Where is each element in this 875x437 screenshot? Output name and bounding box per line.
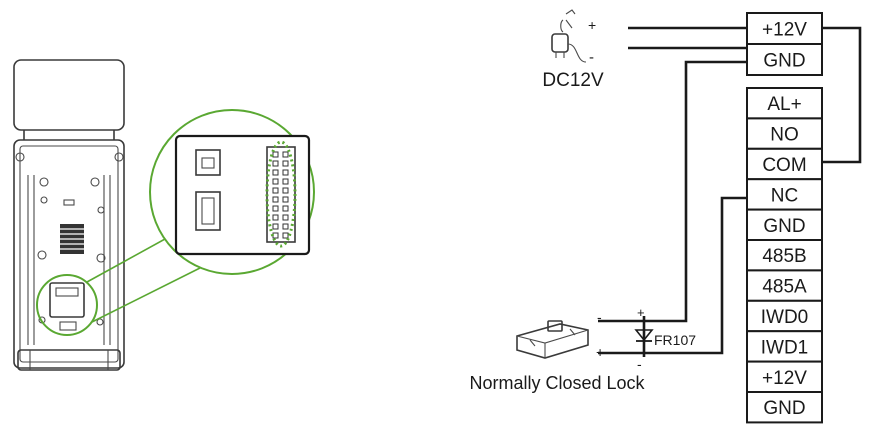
terminal-no-1: NO	[746, 117, 823, 150]
terminal-nc-3: NC	[746, 178, 823, 211]
terminal-label: +12V	[762, 20, 807, 41]
pin	[282, 205, 289, 212]
terminal-label: IWD1	[761, 337, 809, 358]
terminal-com-2: COM	[746, 147, 823, 181]
diode-plus-sign: +	[637, 305, 645, 320]
wires	[598, 26, 862, 355]
pin	[282, 223, 289, 230]
terminal-label: 485A	[762, 277, 807, 298]
diode-minus-sign: -	[637, 356, 642, 372]
power-minus-sign: -	[589, 49, 594, 66]
connector-zoom-view	[149, 109, 315, 275]
lock-icon	[516, 320, 589, 359]
terminal-gnd-1: GND	[746, 43, 823, 76]
diode-label: FR107	[654, 332, 696, 348]
terminal-gnd-4: GND	[746, 208, 823, 242]
terminal-label: GND	[763, 398, 805, 419]
pin	[272, 223, 279, 230]
power-adapter-icon	[551, 9, 587, 63]
power-plus-sign: +	[588, 17, 596, 33]
pin	[272, 187, 279, 194]
power-label: DC12V	[542, 70, 604, 91]
terminal-label: IWD0	[761, 307, 809, 328]
terminal-label: +12V	[762, 368, 807, 389]
pin	[282, 196, 289, 203]
terminal-label: GND	[763, 51, 805, 72]
terminal-label: 485B	[762, 246, 806, 267]
pin	[272, 169, 279, 176]
terminal-485b-5: 485B	[746, 239, 823, 272]
pin	[282, 214, 289, 221]
terminal-label: AL+	[767, 94, 801, 115]
terminal-label: GND	[763, 216, 805, 237]
pin	[282, 169, 289, 176]
terminal-label: COM	[762, 155, 806, 176]
lock-minus-sign: -	[597, 309, 602, 325]
pin	[272, 205, 279, 212]
pin	[272, 196, 279, 203]
pin	[282, 187, 289, 194]
pin	[282, 151, 289, 158]
pin	[282, 232, 289, 239]
pin	[272, 178, 279, 185]
terminal-block-power: +12V GND	[746, 12, 823, 76]
terminal-12v-9: +12V	[746, 360, 823, 394]
lock-label: Normally Closed Lock	[469, 373, 645, 393]
terminal-gnd-10: GND	[746, 391, 823, 424]
pin	[272, 151, 279, 158]
terminal-12v-0: +12V	[746, 12, 823, 45]
terminal-iwd1-8: IWD1	[746, 330, 823, 363]
pin	[282, 178, 289, 185]
terminal-485a-6: 485A	[746, 269, 823, 302]
terminal-label: NO	[770, 125, 799, 146]
terminal-label: NC	[771, 185, 798, 206]
diode-icon	[634, 316, 654, 357]
terminal-al-0: AL+	[746, 87, 823, 120]
terminal-iwd0-7: IWD0	[746, 299, 823, 333]
pin	[272, 214, 279, 221]
pin	[282, 160, 289, 167]
pin	[272, 160, 279, 167]
